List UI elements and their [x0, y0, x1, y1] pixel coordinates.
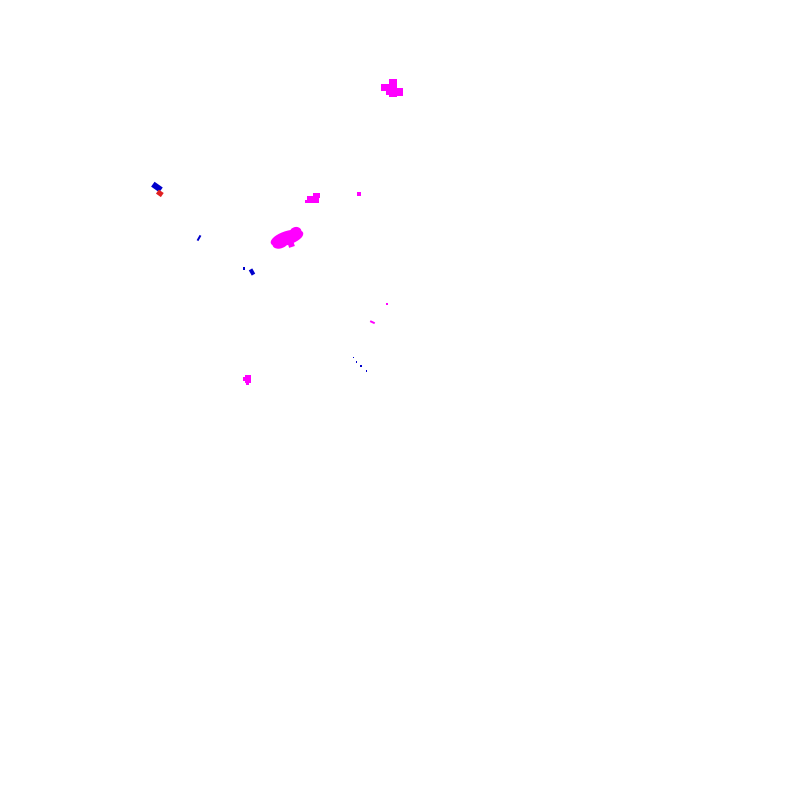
speck-right-a [386, 303, 388, 305]
dash-right-b [369, 320, 376, 325]
blob-large-center [270, 226, 304, 249]
marker-upper-left-stripe [155, 189, 164, 198]
trail-lower-right [353, 357, 367, 372]
marker-pair-left [243, 267, 256, 276]
blob-lower-left [243, 375, 251, 385]
dot-small-right [357, 192, 361, 196]
blob-small-center [305, 193, 320, 203]
blob-top-right [381, 79, 403, 97]
dash-left [196, 234, 202, 242]
marker-upper-left [151, 181, 164, 198]
